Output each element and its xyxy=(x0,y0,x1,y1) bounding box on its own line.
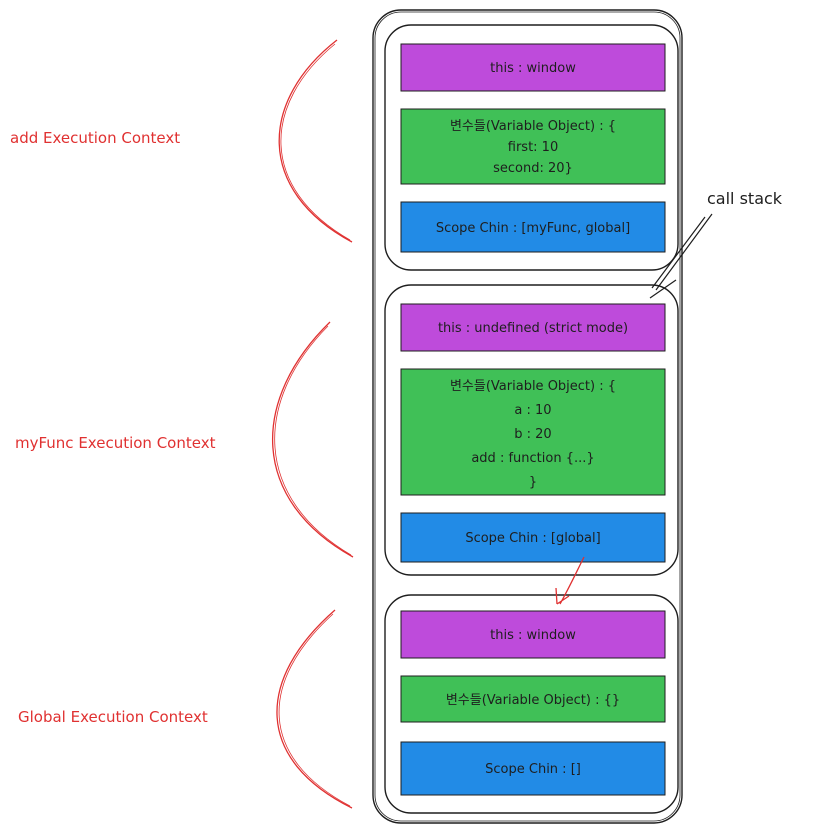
myfunc-variable-line-1: 변수들(Variable Object) : { xyxy=(450,379,616,394)
add-this-text: this : window xyxy=(490,61,576,76)
myfunc-variable-line-2: a : 10 xyxy=(514,403,551,418)
scope-chain-arrow xyxy=(555,556,585,605)
add-context-frame xyxy=(384,24,679,271)
call-stack-container xyxy=(372,9,683,824)
myfunc-scope-box xyxy=(400,512,666,563)
myfunc-context-label: myFunc Execution Context xyxy=(15,434,216,452)
myfunc-this-text: this : undefined (strict mode) xyxy=(438,321,628,336)
myfunc-context-frame xyxy=(384,284,679,576)
myfunc-variable-line-5: } xyxy=(529,475,537,490)
myfunc-this-box xyxy=(400,303,666,352)
add-context-brace xyxy=(278,39,353,243)
myfunc-variable-line-4: add : function {...} xyxy=(471,451,594,466)
add-scope-text: Scope Chin : [myFunc, global] xyxy=(436,221,630,236)
global-variable-line-1: 변수들(Variable Object) : {} xyxy=(446,693,620,708)
add-variable-line-2: first: 10 xyxy=(508,140,558,155)
global-context-frame xyxy=(384,594,679,814)
add-variable-line-3: second: 20} xyxy=(493,161,573,176)
global-context-brace xyxy=(276,609,353,809)
add-context-label: add Execution Context xyxy=(10,129,180,147)
global-scope-text: Scope Chin : [] xyxy=(485,762,581,777)
add-variable-line-1: 변수들(Variable Object) : { xyxy=(450,119,616,134)
myfunc-scope-text: Scope Chin : [global] xyxy=(465,531,600,546)
add-this-box xyxy=(400,43,666,92)
myfunc-variable-box xyxy=(400,368,666,496)
global-variable-box xyxy=(400,675,666,723)
myfunc-variable-line-3: b : 20 xyxy=(514,427,551,442)
add-variable-box xyxy=(400,108,666,185)
call-stack-label: call stack xyxy=(707,189,783,208)
add-scope-box xyxy=(400,201,666,253)
call-stack-pointer xyxy=(649,213,713,299)
global-context-label: Global Execution Context xyxy=(18,708,208,726)
global-this-text: this : window xyxy=(490,628,576,643)
myfunc-context-brace xyxy=(271,321,354,558)
global-scope-box xyxy=(400,741,666,796)
global-this-box xyxy=(400,610,666,659)
